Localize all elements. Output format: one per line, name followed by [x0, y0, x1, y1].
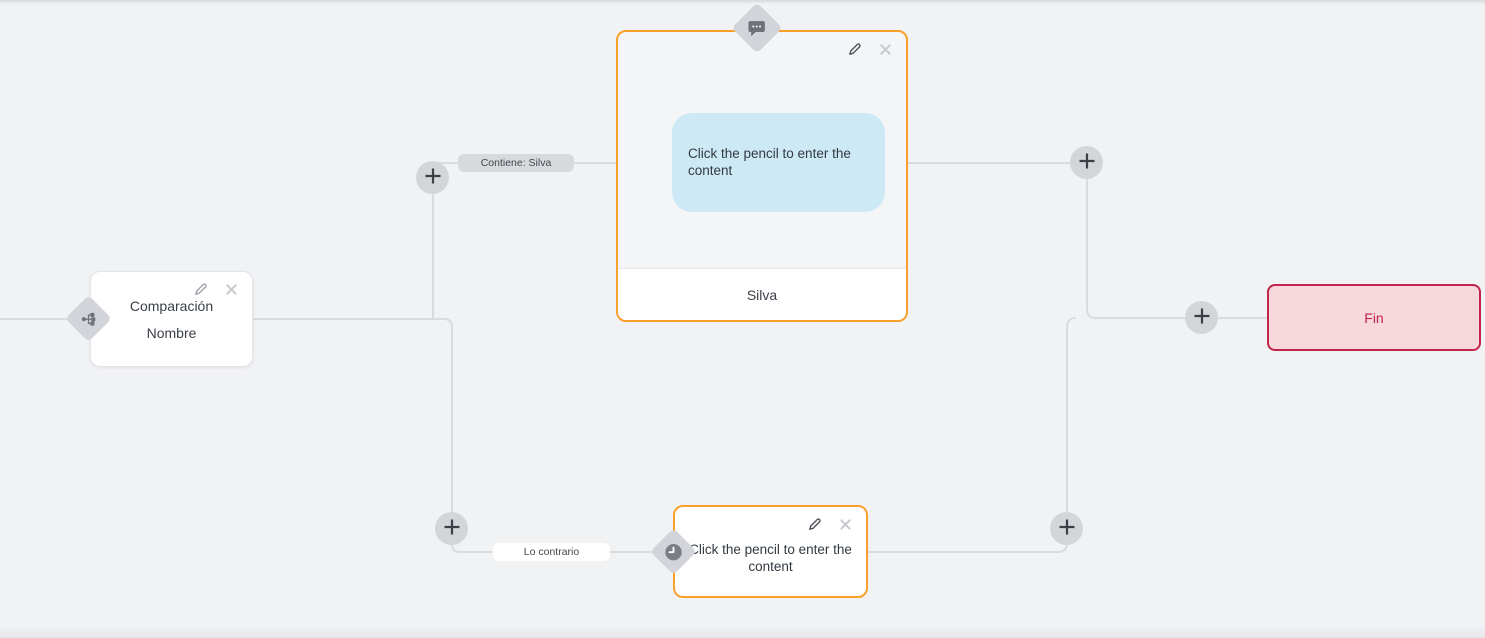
sitemap-icon [80, 310, 98, 328]
edge-condition-to-top [432, 162, 618, 319]
plus-icon [423, 166, 443, 189]
plus-icon [442, 517, 462, 540]
clock-icon [664, 542, 684, 562]
x-icon [838, 517, 853, 535]
add-node-button[interactable] [435, 512, 468, 545]
delay-placeholder-text: Click the pencil to enter the content [689, 541, 852, 574]
edge-message-to-end [906, 162, 1267, 319]
edit-button[interactable] [845, 42, 863, 60]
message-node-title: Silva [618, 268, 906, 320]
add-node-button[interactable] [1185, 301, 1218, 334]
add-node-button[interactable] [1070, 146, 1103, 179]
edge-delay-to-end [868, 317, 1077, 553]
delay-type-badge [650, 528, 697, 575]
x-icon [224, 282, 239, 300]
edit-button[interactable] [805, 517, 823, 535]
pencil-icon [846, 41, 863, 61]
edit-button[interactable] [191, 282, 209, 300]
add-node-button[interactable] [1050, 512, 1083, 545]
pencil-icon [806, 516, 823, 536]
plus-icon [1057, 517, 1077, 540]
plus-icon [1192, 306, 1212, 329]
condition-type-badge [65, 295, 112, 342]
delete-button[interactable] [836, 517, 854, 535]
delete-button[interactable] [876, 42, 894, 60]
delay-node[interactable]: Click the pencil to enter the content [673, 505, 868, 598]
branch-label-top: Contiene: Silva [458, 154, 574, 172]
message-bubble: Click the pencil to enter the content [672, 113, 885, 212]
condition-node-title-line2: Nombre [146, 324, 197, 341]
comment-icon [747, 19, 767, 38]
message-placeholder-text: Click the pencil to enter the content [688, 145, 851, 178]
end-node[interactable]: Fin [1267, 284, 1481, 351]
condition-node[interactable]: Comparación Nombre [90, 271, 253, 367]
message-type-badge [731, 2, 783, 54]
x-icon [878, 42, 893, 60]
edge-condition-to-bottom [253, 318, 657, 553]
pencil-icon [192, 281, 209, 301]
message-node[interactable]: Click the pencil to enter the content Si… [616, 30, 908, 322]
delete-button[interactable] [222, 282, 240, 300]
condition-node-title-line1: Comparación [129, 297, 214, 314]
branch-label-bottom: Lo contrario [493, 543, 610, 561]
end-node-label: Fin [1364, 309, 1384, 326]
plus-icon [1077, 151, 1097, 174]
add-node-button[interactable] [416, 161, 449, 194]
